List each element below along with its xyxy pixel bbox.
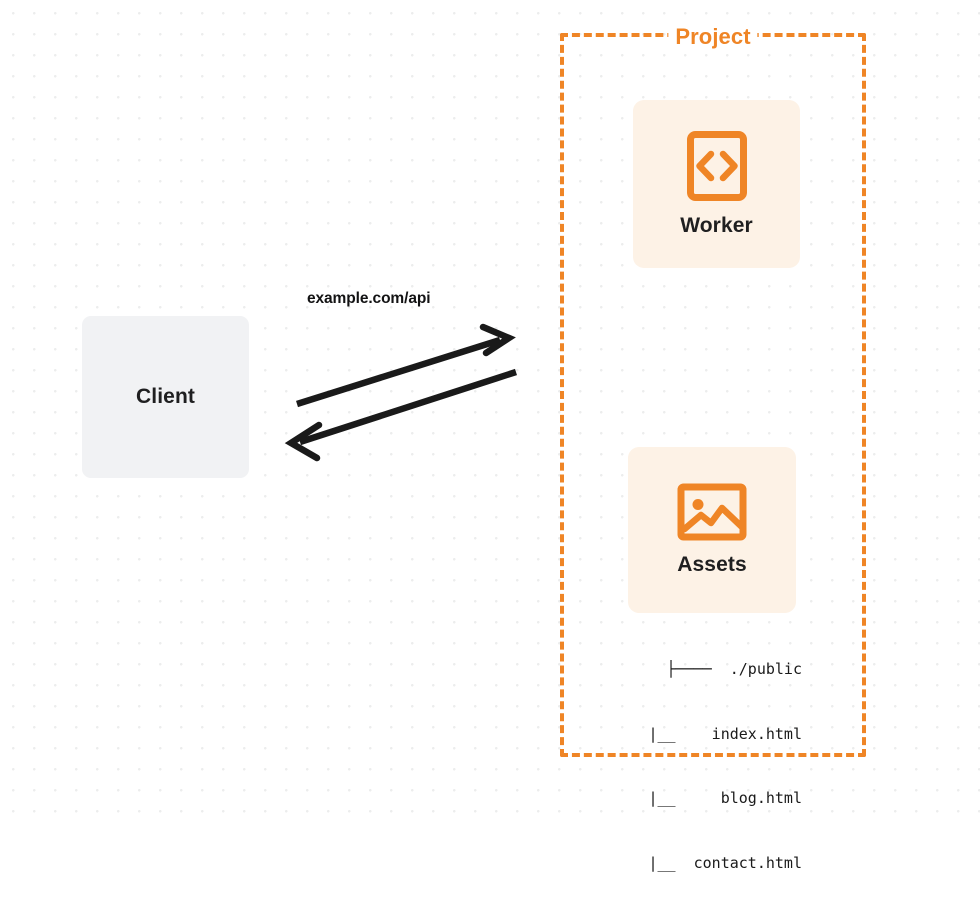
file-tree-row: ├──── ./public <box>666 660 802 678</box>
diagram-canvas: Client example.com/api Project Worker <box>0 0 980 872</box>
code-brackets-icon <box>686 131 747 201</box>
assets-label: Assets <box>677 553 747 576</box>
image-icon <box>677 483 747 541</box>
assets-file-tree: ├──── ./public |__ index.html |__ blog.h… <box>600 616 802 917</box>
file-tree-row: |__ index.html <box>612 724 802 743</box>
file-tree-row: |__ contact.html <box>612 853 802 872</box>
project-container: Project <box>560 24 866 757</box>
worker-label: Worker <box>680 214 753 237</box>
arrow-left-icon <box>284 368 518 462</box>
worker-card[interactable]: Worker <box>633 100 800 268</box>
client-node[interactable]: Client <box>82 316 249 478</box>
request-url-label: example.com/api <box>307 290 431 307</box>
project-title: Project <box>668 24 758 50</box>
client-label: Client <box>136 385 195 408</box>
file-tree-row: |__ blog.html <box>612 789 802 807</box>
assets-card[interactable]: Assets <box>628 447 796 613</box>
arrow-right-icon <box>296 323 516 408</box>
